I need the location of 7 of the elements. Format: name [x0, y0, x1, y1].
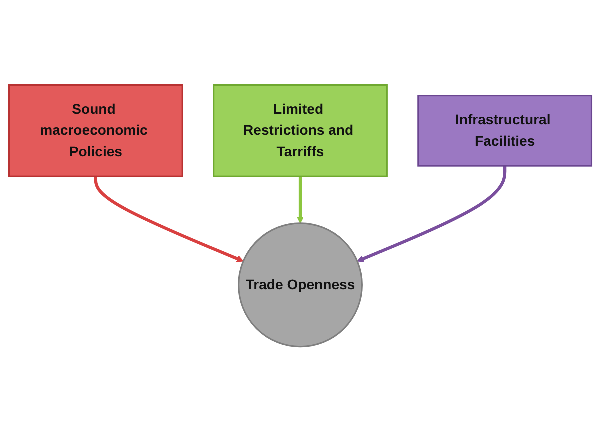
factor-box: Limited Restrictions and Tarriffs — [213, 84, 388, 178]
arrow — [357, 166, 507, 263]
arrow — [297, 177, 304, 224]
arrow — [94, 177, 244, 263]
result-circle: Trade Openness — [238, 223, 363, 348]
factor-box: Sound macroeconomic Policies — [8, 84, 184, 178]
factor-box: Infrastructural Facilities — [418, 95, 593, 168]
